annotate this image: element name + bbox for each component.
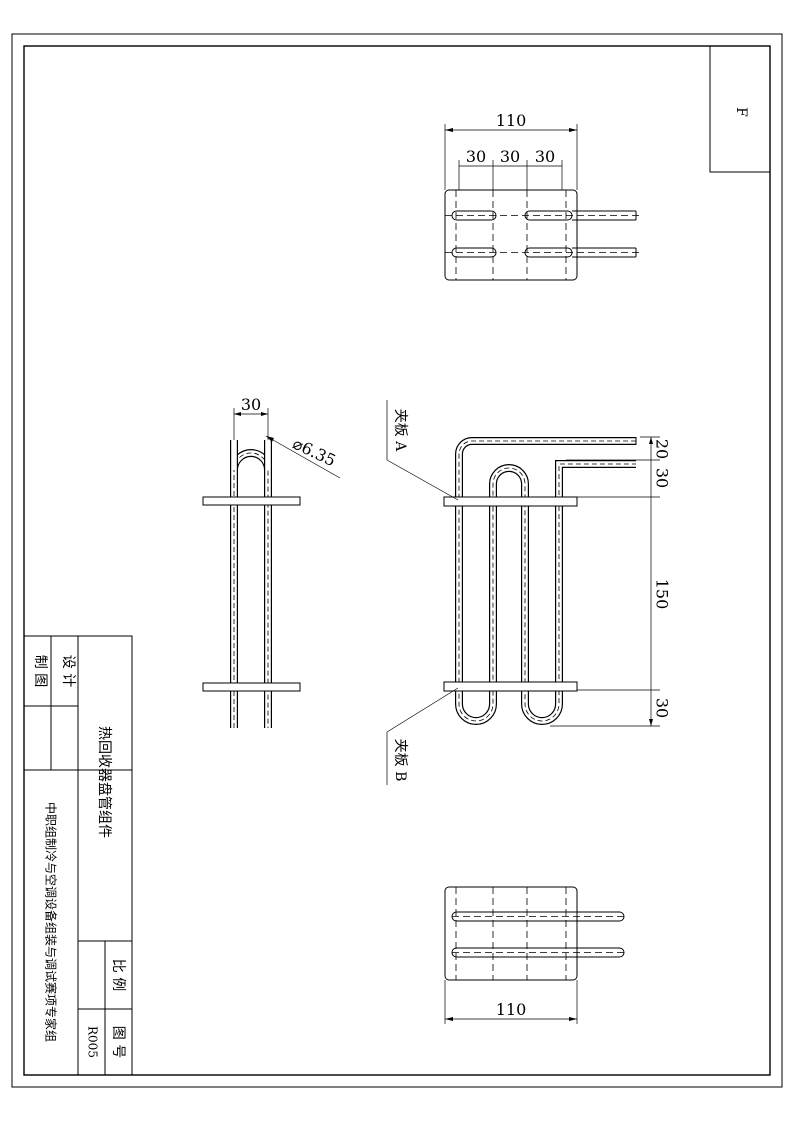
- callout-plate-a: 夹板 A: [392, 409, 408, 452]
- organization: 中职组制冷与空调设备组装与调试赛项专家组: [44, 802, 59, 1042]
- scale-label: 比 例: [110, 959, 126, 991]
- drawing-no-label: 图 号: [110, 1026, 126, 1058]
- dim-front-30a: 30: [653, 468, 672, 488]
- sheet-code-box: [709, 45, 771, 173]
- front-view: 夹板 A 夹板 B 20 30 150 30: [386, 400, 672, 785]
- callout-plate-b: 夹板 B: [392, 739, 408, 782]
- inner-border: [23, 45, 771, 1076]
- drawing-no: R005: [86, 1026, 100, 1058]
- bottom-view: 110: [444, 886, 625, 1024]
- top-view: 110 30 30 30: [444, 111, 640, 281]
- sheet-code: F: [733, 107, 749, 117]
- plate-a: [443, 496, 578, 507]
- dim-top-overall: 110: [496, 111, 527, 130]
- dim-front-150: 150: [653, 579, 672, 610]
- drawn-label: 制 图: [32, 655, 48, 687]
- dim-side-spacing: 30: [241, 395, 261, 414]
- dim-front-30b: 30: [653, 698, 672, 718]
- dim-bottom-overall: 110: [496, 1000, 527, 1019]
- dim-top-seg1: 30: [466, 147, 486, 166]
- plate-b: [443, 681, 578, 692]
- title-block: 设 计 制 图 热回收器盘管组件 中职组制冷与空调设备组装与调试赛项专家组 比 …: [23, 635, 133, 1076]
- dim-tube-diameter: ⌀6.35: [290, 434, 339, 470]
- outer-border: [11, 33, 783, 1088]
- dim-top-seg3: 30: [535, 147, 555, 166]
- design-label: 设 计: [60, 655, 76, 687]
- side-view: 30 ⌀6.35: [202, 395, 341, 728]
- dim-top-seg2: 30: [500, 147, 520, 166]
- part-name: 热回收器盘管组件: [96, 726, 113, 838]
- dim-front-20: 20: [653, 439, 672, 459]
